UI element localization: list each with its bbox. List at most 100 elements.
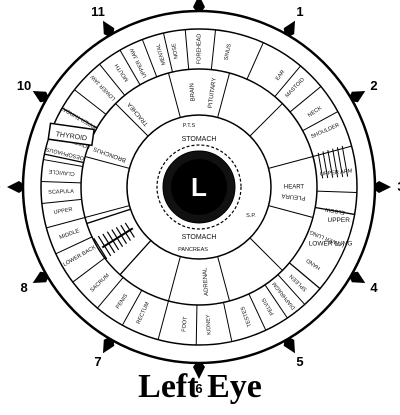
zone-label: UPPER ARM bbox=[320, 168, 353, 177]
clock-number: 5 bbox=[296, 354, 303, 369]
clock-marker bbox=[350, 271, 366, 283]
inner-divider bbox=[217, 72, 231, 118]
inner-zone-label: PLEURA bbox=[281, 192, 306, 200]
clock-marker bbox=[283, 338, 295, 354]
zone-divider bbox=[41, 180, 82, 184]
inner-zone-label: HEART bbox=[284, 185, 305, 191]
spine-rib bbox=[102, 233, 116, 254]
zone-divider bbox=[195, 304, 198, 345]
pit-label: P.T.S bbox=[183, 123, 196, 129]
lower-lung-label: LOWER LUNG bbox=[309, 241, 353, 248]
zone-label: FOOT bbox=[181, 316, 189, 332]
collarette bbox=[156, 144, 242, 230]
zone-divider bbox=[99, 63, 126, 96]
thyroid-box bbox=[47, 122, 95, 147]
clock-marker bbox=[283, 20, 295, 36]
zone-label: SCAPULA bbox=[48, 189, 74, 196]
clock-number: 6 bbox=[195, 381, 202, 396]
zone-divider bbox=[289, 86, 322, 113]
zone-divider bbox=[316, 190, 357, 194]
zone-divider bbox=[246, 42, 264, 80]
inner-ring bbox=[126, 114, 272, 260]
chart-title: Left Eye bbox=[138, 368, 262, 405]
spine-rib bbox=[93, 237, 108, 260]
spine-region bbox=[85, 208, 152, 276]
spine-rib bbox=[124, 222, 135, 238]
zone-divider bbox=[157, 300, 169, 340]
zone-label: UPPER bbox=[53, 207, 73, 216]
inner-divider bbox=[115, 103, 149, 137]
zone-divider bbox=[97, 277, 124, 309]
inner-divider bbox=[268, 205, 314, 219]
arm-hatch bbox=[332, 148, 339, 178]
inner-zone-label: BRAIN bbox=[189, 83, 196, 102]
zone-label: KIDNEY bbox=[205, 314, 212, 335]
clock-marker bbox=[350, 91, 366, 103]
sp-label: S.P. bbox=[246, 213, 256, 219]
zone-label: ELBOW bbox=[324, 206, 345, 215]
zone-divider bbox=[46, 217, 86, 229]
thyroid-label: THYROID bbox=[55, 131, 87, 142]
inner-divider bbox=[84, 205, 130, 219]
spine-rib bbox=[97, 235, 112, 257]
clock-number: 3 bbox=[397, 179, 400, 194]
clock-marker bbox=[374, 181, 391, 193]
inner-divider bbox=[217, 256, 231, 302]
middle-ring bbox=[80, 68, 318, 306]
zone-divider bbox=[43, 159, 83, 168]
zone-label: CLAVICLE bbox=[48, 168, 75, 177]
arm-hatch bbox=[341, 145, 349, 177]
inner-divider bbox=[268, 155, 314, 169]
zone-divider bbox=[41, 198, 82, 205]
zone-divider bbox=[302, 111, 339, 132]
zone-divider bbox=[162, 32, 173, 73]
zone-divider bbox=[223, 302, 233, 342]
clock-number: 7 bbox=[94, 354, 101, 369]
clock-number: 11 bbox=[91, 4, 105, 19]
inner-zone-label: ADRENAL bbox=[202, 267, 210, 296]
arm-hatch bbox=[336, 147, 344, 178]
zone-label: SINUS bbox=[223, 43, 232, 61]
zone-divider bbox=[119, 49, 141, 86]
zone-divider bbox=[74, 89, 107, 115]
clock-marker bbox=[32, 91, 48, 103]
zone-label: EAR bbox=[275, 69, 287, 82]
zone-divider bbox=[248, 293, 267, 331]
zone-divider bbox=[277, 274, 306, 305]
arm-hatch bbox=[327, 149, 334, 178]
clock-number: 10 bbox=[17, 78, 31, 93]
zone-divider bbox=[184, 29, 190, 70]
lung-region bbox=[288, 206, 356, 290]
zone-divider bbox=[72, 257, 106, 283]
clock-marker bbox=[103, 338, 115, 354]
pupil bbox=[171, 159, 227, 215]
zone-divider bbox=[312, 145, 352, 157]
zone-divider bbox=[121, 289, 143, 326]
inner-divider bbox=[167, 72, 181, 118]
pupil-label: L bbox=[191, 172, 207, 202]
clock-marker bbox=[32, 271, 48, 283]
zone-divider bbox=[264, 284, 288, 319]
clock-number: 9 bbox=[0, 179, 1, 194]
spine-rib bbox=[120, 224, 131, 241]
clock-marker bbox=[7, 181, 24, 193]
arm-hatch bbox=[317, 152, 324, 179]
clock-number: 4 bbox=[370, 280, 378, 295]
clock-number: 2 bbox=[370, 78, 377, 93]
clock-number: 1 bbox=[296, 4, 303, 19]
clock-marker bbox=[193, 0, 205, 12]
zone-label: FOREHEAD bbox=[196, 34, 202, 65]
inner-divider bbox=[84, 155, 130, 169]
stomach-bottom-label: STOMACH bbox=[182, 234, 217, 241]
clock-marker bbox=[103, 20, 115, 36]
clock-ring bbox=[40, 28, 358, 346]
zone-label: MENTAL bbox=[155, 43, 167, 66]
arm-hatch bbox=[322, 151, 329, 179]
spine-rib bbox=[111, 229, 124, 248]
inner-divider bbox=[249, 237, 283, 271]
stomach-top-label: STOMACH bbox=[182, 136, 217, 143]
inner-divider bbox=[249, 103, 283, 137]
pancreas-label: PANCREAS bbox=[178, 247, 208, 253]
